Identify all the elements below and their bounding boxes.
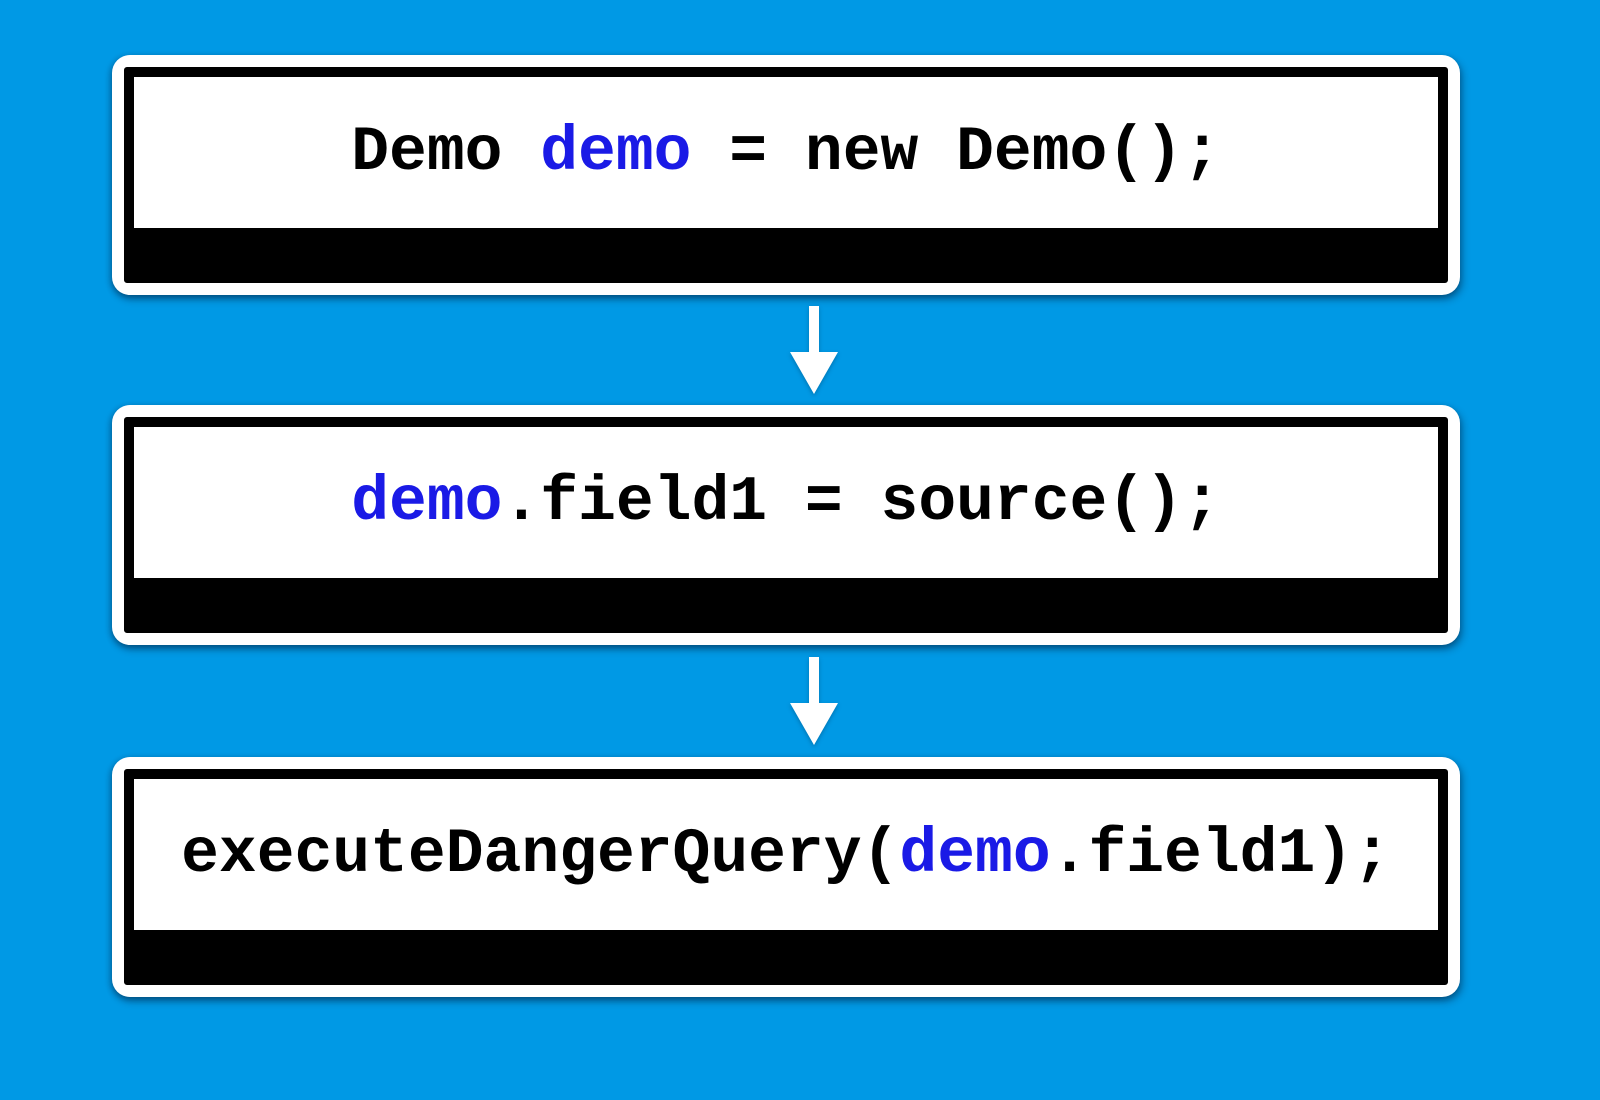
code-box-3-border: executeDangerQuery(demo.field1); [124,769,1448,985]
code-box-2: demo.field1 = source(); [112,405,1460,645]
code-statement-1: Demo demo = new Demo(); [134,77,1438,228]
code-box-1-footer-bar [134,228,1438,273]
code-box-2-border: demo.field1 = source(); [124,417,1448,633]
code-token: .field1); [1050,819,1391,890]
code-token: executeDangerQuery( [181,819,900,890]
connector-row-2 [0,645,1600,757]
code-box-2-footer-bar [134,578,1438,623]
code-statement-3: executeDangerQuery(demo.field1); [134,779,1438,930]
code-token: Demo [351,117,541,188]
code-token-highlight: demo [351,467,503,538]
code-token-highlight: demo [540,117,692,188]
connector-row-1 [0,295,1600,405]
code-box-3: executeDangerQuery(demo.field1); [112,757,1460,997]
code-token-highlight: demo [899,819,1051,890]
code-box-1: Demo demo = new Demo(); [112,55,1460,295]
code-box-3-footer-bar [134,930,1438,975]
code-box-1-border: Demo demo = new Demo(); [124,67,1448,283]
code-token: = new Demo(); [691,117,1221,188]
code-statement-2: demo.field1 = source(); [134,427,1438,578]
down-arrow-icon [790,306,838,394]
down-arrow-icon [790,657,838,745]
code-token: .field1 = source(); [502,467,1221,538]
